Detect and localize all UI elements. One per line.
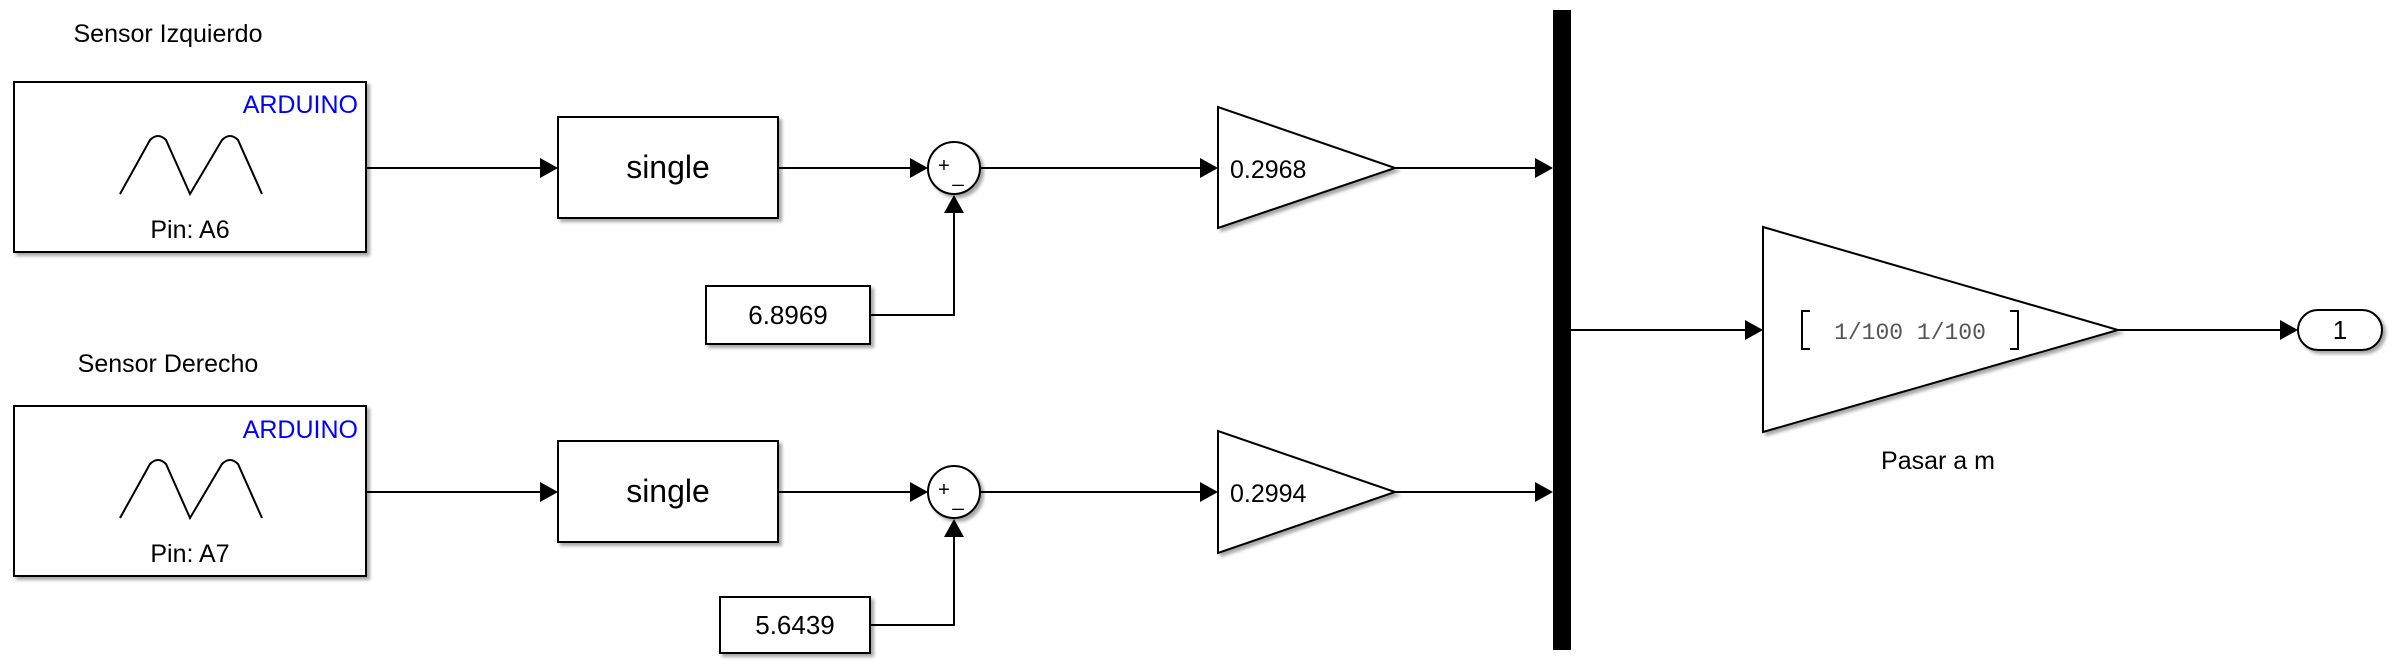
gain-block-left[interactable]: 0.2968 [1217, 105, 1399, 230]
constant-block-left[interactable]: 6.8969 [705, 285, 871, 345]
arrowhead [910, 482, 928, 502]
convert-block-right[interactable]: single [557, 440, 779, 543]
mux-bar[interactable] [1553, 10, 1571, 650]
arrowhead [1200, 482, 1218, 502]
final-gain-label: Pasar a m [1881, 447, 1995, 475]
sensor-left-title: Sensor Izquierdo [73, 20, 262, 48]
wire-left-const [870, 213, 955, 316]
convert-block-left[interactable]: single [557, 116, 779, 219]
arrowhead [540, 482, 558, 502]
sensor-right-title: Sensor Derecho [78, 350, 259, 378]
sensor-chain-right: Sensor Derecho ARDUINO Pin: A7 single + … [13, 350, 1553, 654]
arrowhead [944, 195, 964, 213]
gain-right-value: 0.2994 [1230, 480, 1307, 508]
gain-block-final[interactable]: 1/100 1/100 [1762, 225, 2122, 434]
gain-left-value: 0.2968 [1230, 156, 1306, 184]
arduino-analog-input-left[interactable]: ARDUINO Pin: A6 [13, 81, 367, 253]
convert-right-label: single [626, 473, 710, 509]
outport-block[interactable]: 1 [2297, 309, 2383, 351]
sum-block-right[interactable]: + _ [927, 465, 981, 519]
arrowhead [1535, 482, 1553, 502]
arduino-right-brand: ARDUINO [243, 416, 358, 444]
arrowhead [1200, 158, 1218, 178]
constant-left-value: 6.8969 [748, 300, 828, 330]
sum-plus-sign: + [938, 479, 950, 501]
arduino-right-pin: Pin: A7 [150, 540, 229, 568]
sensor-chain-left: Sensor Izquierdo ARDUINO Pin: A6 single … [13, 20, 1553, 345]
sum-block-left[interactable]: + _ [927, 141, 981, 195]
arrowhead [910, 158, 928, 178]
wire-right-const [870, 537, 955, 626]
sum-minus-sign: _ [951, 165, 964, 187]
arduino-left-pin: Pin: A6 [150, 216, 229, 244]
arrowhead [540, 158, 558, 178]
final-gain-value: 1/100 1/100 [1834, 320, 1986, 346]
analog-wave-icon [119, 459, 263, 521]
arrowhead [2280, 320, 2298, 340]
convert-left-label: single [626, 149, 710, 185]
constant-right-value: 5.6439 [755, 610, 835, 640]
arrowhead [1535, 158, 1553, 178]
arduino-left-brand: ARDUINO [243, 91, 358, 119]
bracket-left-icon [1801, 310, 1810, 350]
sum-plus-sign: + [938, 155, 950, 177]
gain-block-right[interactable]: 0.2994 [1217, 429, 1399, 555]
arrowhead [944, 519, 964, 537]
arrowhead [1745, 320, 1763, 340]
bracket-right-icon [2010, 310, 2019, 350]
constant-block-right[interactable]: 5.6439 [719, 596, 871, 654]
outport-number: 1 [2333, 315, 2347, 345]
analog-wave-icon [119, 135, 263, 197]
arduino-analog-input-right[interactable]: ARDUINO Pin: A7 [13, 405, 367, 577]
sum-minus-sign: _ [951, 489, 964, 511]
